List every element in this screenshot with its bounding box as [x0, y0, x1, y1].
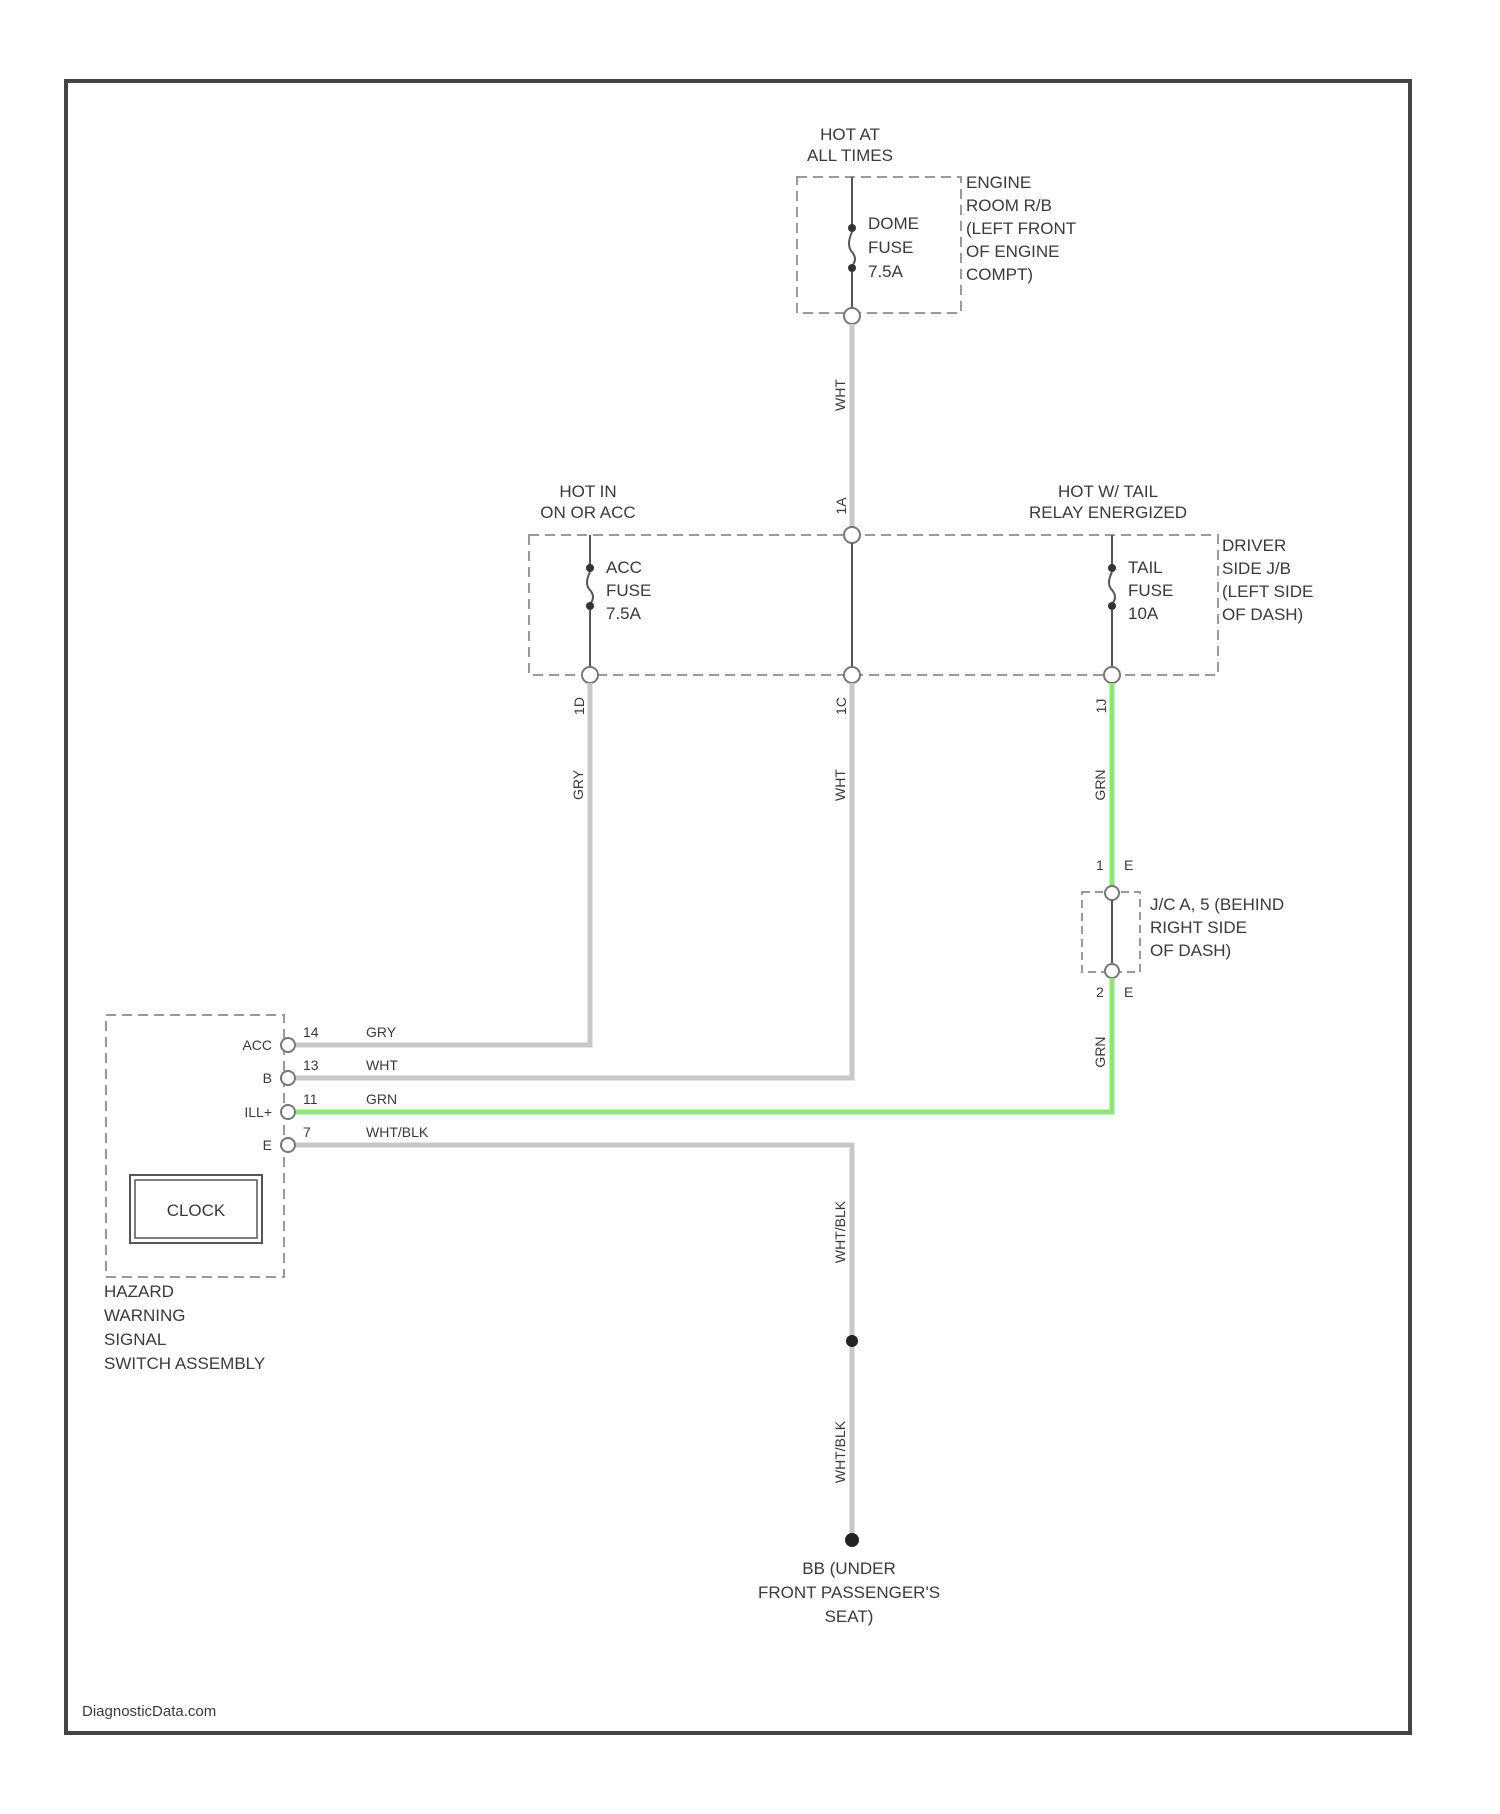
- ground-label-2: FRONT PASSENGER'S: [758, 1583, 940, 1602]
- hazard-pin-color-acc: GRY: [366, 1024, 397, 1040]
- hazard-pin-color-b: WHT: [366, 1057, 398, 1073]
- hazard-pin-terminal-ill: [281, 1105, 295, 1119]
- engine-room-jb-label-3: (LEFT FRONT: [966, 219, 1076, 238]
- tail-wire-lower-color: GRN: [1092, 1036, 1108, 1067]
- jc-pin-bottom-side: E: [1124, 984, 1133, 1000]
- dome-fuse-label-1: DOME: [868, 214, 919, 233]
- hazard-pin-name-b: B: [263, 1070, 272, 1086]
- ground-splice-point: [846, 1335, 858, 1347]
- acc-out-connector-id: 1D: [571, 697, 587, 715]
- tail-fuse-terminal-top: [1108, 564, 1116, 572]
- jc-pin-top: [1105, 886, 1119, 900]
- ground-point: [845, 1533, 859, 1547]
- acc-wire: [296, 683, 590, 1045]
- hot-in-on-acc-label-1: HOT IN: [559, 482, 616, 501]
- hazard-switch-label-3: SIGNAL: [104, 1330, 166, 1349]
- hazard-switch-label-4: SWITCH ASSEMBLY: [104, 1354, 265, 1373]
- acc-wire-color: GRY: [570, 769, 586, 800]
- jc-label-2: RIGHT SIDE: [1150, 918, 1247, 937]
- ground-wire-upper-color: WHT/BLK: [832, 1200, 848, 1263]
- b-wire-color: WHT: [832, 769, 848, 801]
- driver-jb-top-connector-id: 1A: [833, 497, 849, 515]
- hazard-pin-number-acc: 14: [303, 1024, 319, 1040]
- dome-fuse-symbol: [849, 232, 855, 266]
- hazard-pin-color-ill: GRN: [366, 1091, 397, 1107]
- b-wire: [296, 683, 852, 1078]
- hazard-pin-color-e: WHT/BLK: [366, 1124, 429, 1140]
- jc-pin-bottom-number: 2: [1096, 984, 1104, 1000]
- driver-jb-label-3: (LEFT SIDE: [1222, 582, 1313, 601]
- hot-at-all-times-label-2: ALL TIMES: [807, 146, 893, 165]
- jc-pin-bottom: [1105, 964, 1119, 978]
- b-out-connector: [844, 667, 860, 683]
- acc-fuse-label-3: 7.5A: [606, 604, 642, 623]
- clock-label: CLOCK: [167, 1201, 226, 1220]
- tail-fuse-label-1: TAIL: [1128, 558, 1163, 577]
- ground-label-1: BB (UNDER: [802, 1559, 896, 1578]
- ground-wire-lower-color: WHT/BLK: [832, 1420, 848, 1483]
- hazard-pin-number-b: 13: [303, 1057, 319, 1073]
- acc-fuse-terminal-top: [586, 564, 594, 572]
- engine-room-jb-label-4: OF ENGINE: [966, 242, 1060, 261]
- hazard-switch-label-2: WARNING: [104, 1306, 186, 1325]
- jc-pin-top-side: E: [1124, 857, 1133, 873]
- engine-room-connector: [844, 308, 860, 324]
- tail-fuse-terminal-bottom: [1108, 602, 1116, 610]
- hazard-pin-name-acc: ACC: [242, 1037, 272, 1053]
- jc-pin-top-number: 1: [1096, 857, 1104, 873]
- ground-label-3: SEAT): [825, 1607, 874, 1626]
- hot-tail-relay-label-2: RELAY ENERGIZED: [1029, 503, 1187, 522]
- ground-wire-upper: [296, 1145, 852, 1340]
- b-out-connector-id: 1C: [833, 697, 849, 715]
- acc-fuse-label-1: ACC: [606, 558, 642, 577]
- tail-fuse-label-3: 10A: [1128, 604, 1159, 623]
- engine-room-jb-label-2: ROOM R/B: [966, 196, 1052, 215]
- hot-tail-relay-label-1: HOT W/ TAIL: [1058, 482, 1158, 501]
- hazard-pin-number-ill: 11: [303, 1091, 318, 1107]
- engine-room-jb-label-5: COMPT): [966, 265, 1033, 284]
- dome-fuse-label-2: FUSE: [868, 238, 913, 257]
- hazard-pin-terminal-b: [281, 1071, 295, 1085]
- tail-fuse-symbol: [1109, 572, 1115, 604]
- hot-in-on-acc-label-2: ON OR ACC: [540, 503, 635, 522]
- tail-out-connector: [1104, 667, 1120, 683]
- jc-label-3: OF DASH): [1150, 941, 1231, 960]
- hazard-pin-name-e: E: [263, 1137, 272, 1153]
- acc-fuse-terminal-bottom: [586, 602, 594, 610]
- hazard-pin-terminal-acc: [281, 1038, 295, 1052]
- dome-fuse-terminal-bottom: [848, 264, 856, 272]
- dome-fuse-label-3: 7.5A: [868, 262, 904, 281]
- hazard-pin-name-ill: ILL+: [244, 1104, 272, 1120]
- hazard-pin-terminal-e: [281, 1138, 295, 1152]
- acc-out-connector: [582, 667, 598, 683]
- driver-jb-label-1: DRIVER: [1222, 536, 1286, 555]
- driver-jb-label-4: OF DASH): [1222, 605, 1303, 624]
- tail-out-connector-id: 1J: [1093, 699, 1109, 714]
- watermark: DiagnosticData.com: [82, 1703, 216, 1720]
- tail-wire-upper-color: GRN: [1092, 769, 1108, 800]
- acc-fuse-symbol: [587, 572, 593, 604]
- driver-jb-label-2: SIDE J/B: [1222, 559, 1291, 578]
- tail-fuse-label-2: FUSE: [1128, 581, 1173, 600]
- acc-fuse-label-2: FUSE: [606, 581, 651, 600]
- dome-wire-color: WHT: [832, 379, 848, 411]
- jc-label-1: J/C A, 5 (BEHIND: [1150, 895, 1284, 914]
- dome-fuse-terminal-top: [848, 224, 856, 232]
- hazard-switch-label-1: HAZARD: [104, 1282, 174, 1301]
- hot-at-all-times-label-1: HOT AT: [820, 125, 880, 144]
- hazard-pin-number-e: 7: [303, 1124, 311, 1140]
- driver-jb-top-connector: [844, 527, 860, 543]
- engine-room-jb-label-1: ENGINE: [966, 173, 1031, 192]
